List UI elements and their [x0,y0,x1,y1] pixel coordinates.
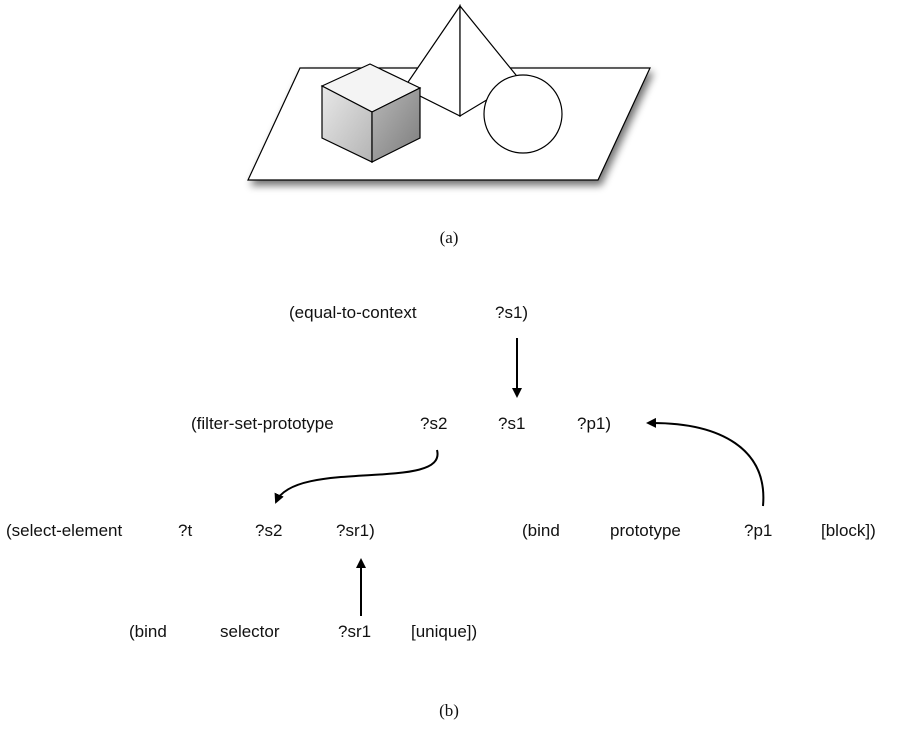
bind-selector-expression: (bind selector ?sr1 [unique]) [129,622,477,641]
cube-icon [320,63,422,163]
token: selector [220,622,280,641]
caption-b: (b) [439,701,459,720]
scene-illustration [247,4,651,181]
token: prototype [610,521,681,540]
token: ?sr1) [336,521,375,540]
token: ?p1 [744,521,772,540]
sphere-icon [483,74,563,154]
token: (equal-to-context [289,303,417,322]
token: (bind [522,521,560,540]
token: (filter-set-prototype [191,414,334,433]
arrow-p1-from-bind-prototype [646,417,765,507]
token: (select-element [6,521,122,540]
token: (bind [129,622,167,641]
token: [unique]) [411,622,477,641]
caption-a: (a) [440,228,459,247]
token: ?sr1 [338,622,371,641]
arrow-s2-to-select-element [274,449,439,504]
token: ?s1 [498,414,525,433]
token: ?s2 [420,414,447,433]
token: [block]) [821,521,876,540]
token: ?p1) [577,414,611,433]
select-element-expression: (select-element ?t ?s2 ?sr1) [6,521,375,540]
token: ?s1) [495,303,528,322]
equal-to-context-expression: (equal-to-context ?s1) [289,303,528,322]
token: ?t [178,521,192,540]
token: ?s2 [255,521,282,540]
filter-set-prototype-expression: (filter-set-prototype ?s2 ?s1 ?p1) [191,414,611,433]
bind-prototype-expression: (bind prototype ?p1 [block]) [522,521,876,540]
